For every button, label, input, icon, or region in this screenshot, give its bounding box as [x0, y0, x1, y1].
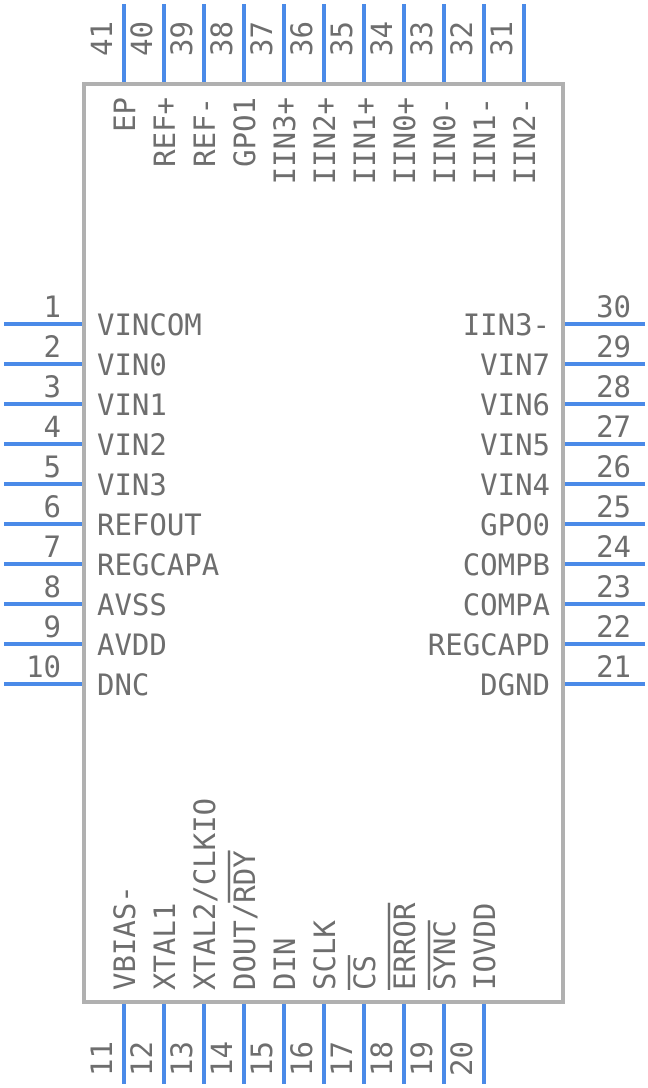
ic-package-body: [82, 82, 565, 1004]
pin-name: VIN0: [97, 348, 167, 382]
pin-name: GPO0: [480, 508, 550, 542]
pin-name: VIN5: [480, 428, 550, 462]
pins-layer: [4, 4, 645, 1084]
pin-number: 31: [485, 21, 519, 56]
pin-name: REF-: [188, 97, 222, 167]
pin-name: VBIAS-: [108, 885, 142, 990]
pin-number: 28: [596, 370, 631, 404]
pin-number: 32: [445, 21, 479, 56]
pin-name: VIN1: [97, 388, 167, 422]
pin-name: XTAL1: [148, 903, 182, 990]
pin-name: EP: [108, 97, 142, 132]
pin-number: 36: [285, 21, 319, 56]
pin-number: 41: [85, 21, 119, 56]
pin-number: 13: [165, 1041, 199, 1076]
pin-number: 34: [365, 21, 399, 56]
pin-name: ERROR: [388, 902, 422, 990]
pin-number: 16: [285, 1041, 319, 1076]
pin-number: 19: [405, 1041, 439, 1076]
pin-number: 7: [44, 530, 61, 564]
pin-number: 20: [445, 1041, 479, 1076]
pin-number: 37: [245, 21, 279, 56]
pin-name: XTAL2/CLKIO: [188, 798, 222, 990]
pin-name: REF+: [148, 97, 182, 167]
pin-name: VIN3: [97, 468, 167, 502]
pin-name: IIN3+: [268, 97, 302, 184]
pin-name: SCLK: [308, 920, 342, 990]
pin-number: 40: [125, 21, 159, 56]
pin-name: COMPB: [463, 548, 550, 582]
pin-number: 39: [165, 21, 199, 56]
pin-name: DGND: [480, 668, 550, 702]
pin-number: 2: [44, 330, 61, 364]
pin-name: IIN1-: [468, 97, 502, 184]
pin-name: REGCAPA: [97, 548, 219, 582]
pin-number: 27: [596, 410, 631, 444]
pin-name: DNC: [97, 668, 149, 702]
pin-number: 12: [125, 1041, 159, 1076]
pin-number: 22: [596, 610, 631, 644]
pin-name: IIN0+: [388, 97, 422, 184]
pin-name: DIN: [268, 938, 302, 990]
pin-number: 38: [205, 21, 239, 56]
pin-number: 9: [44, 610, 61, 644]
pin-name: IIN2-: [508, 97, 542, 184]
pin-name: COMPA: [463, 588, 550, 622]
pin-number: 11: [85, 1041, 119, 1076]
pin-number: 17: [325, 1041, 359, 1076]
pin-name: IOVDD: [468, 903, 502, 990]
pin-name: VINCOM: [97, 308, 202, 342]
pin-name: IIN3-: [463, 308, 550, 342]
pin-number: 4: [44, 410, 61, 444]
pin-name: IIN2+: [308, 97, 342, 184]
pin-number: 21: [596, 650, 631, 684]
pin-name: IIN1+: [348, 97, 382, 184]
pin-name: IIN0-: [428, 97, 462, 184]
pin-number: 26: [596, 450, 631, 484]
pin-number: 24: [596, 530, 631, 564]
pin-number: 3: [44, 370, 61, 404]
pin-name: VIN7: [480, 348, 550, 382]
pin-number: 35: [325, 21, 359, 56]
pin-name: REGCAPD: [428, 628, 550, 662]
pin-number: 10: [26, 650, 61, 684]
pin-number: 5: [44, 450, 61, 484]
pin-name: VIN6: [480, 388, 550, 422]
pin-number: 30: [596, 290, 631, 324]
pin-number: 18: [365, 1041, 399, 1076]
pin-number: 15: [245, 1041, 279, 1076]
pin-name: AVDD: [97, 628, 167, 662]
pin-number: 25: [596, 490, 631, 524]
pin-number: 33: [405, 21, 439, 56]
pin-number: 14: [205, 1041, 239, 1076]
pin-name: REFOUT: [97, 508, 202, 542]
pin-name: AVSS: [97, 588, 167, 622]
pin-number: 8: [44, 570, 61, 604]
pin-name: VIN2: [97, 428, 167, 462]
pin-number: 23: [596, 570, 631, 604]
pin-number: 29: [596, 330, 631, 364]
pin-number: 6: [44, 490, 61, 524]
pin-number: 1: [44, 290, 61, 324]
pin-name: CS: [348, 955, 382, 990]
pin-name: DOUT/RDY: [228, 850, 262, 990]
pin-name: VIN4: [480, 468, 550, 502]
pin-name: SYNC: [428, 920, 462, 990]
pin-name: GPO1: [228, 97, 262, 167]
